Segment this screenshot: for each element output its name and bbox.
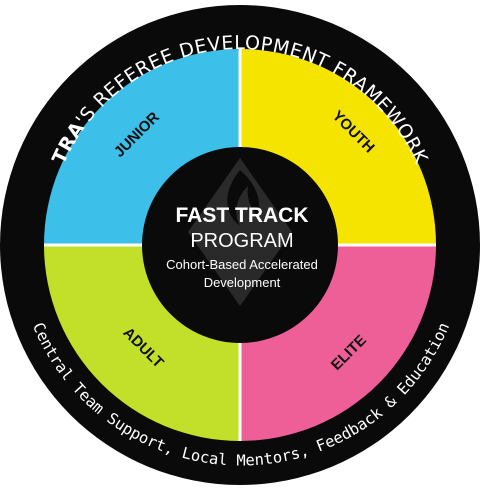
- center-subtitle: PROGRAM: [190, 230, 293, 252]
- center-description-line2: Development: [204, 275, 281, 290]
- center-description-line1: Cohort-Based Accelerated: [166, 257, 318, 272]
- center-title: FAST TRACK: [176, 204, 309, 227]
- watermark-logo-icon: [188, 158, 292, 306]
- center-circle: [142, 147, 338, 343]
